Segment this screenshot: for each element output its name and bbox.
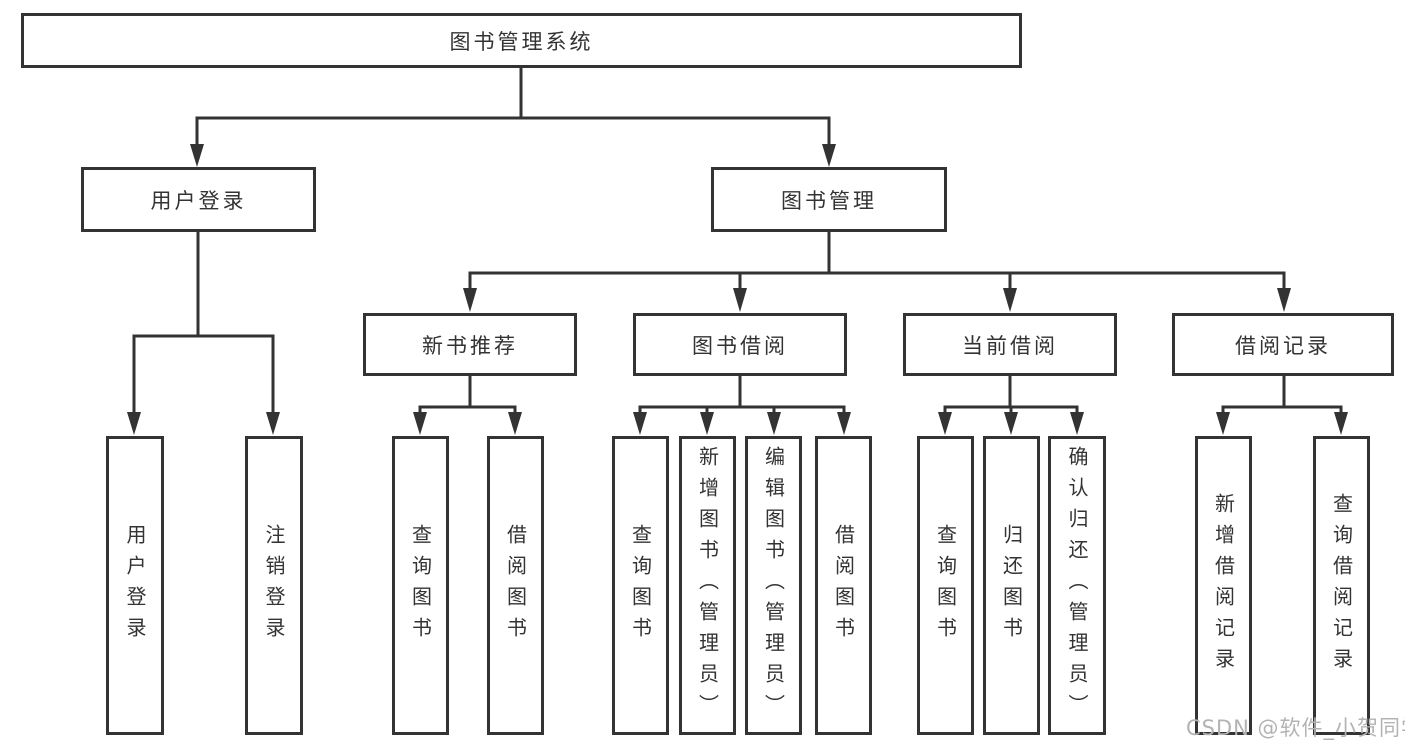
arrow-down-icon xyxy=(266,412,280,435)
node-user-login: 用户登录 xyxy=(81,167,316,232)
connector-book-borrow-branch xyxy=(633,376,851,435)
leaf-borrow-book-2: 借阅图书 xyxy=(815,436,872,735)
leaf-borrow-book-1-label: 借阅图书 xyxy=(503,523,528,648)
leaf-return-book-label: 归还图书 xyxy=(999,523,1024,648)
leaf-add-book-admin: 新增图书（管理员） xyxy=(679,436,736,735)
connector-borrow-record-branch xyxy=(1216,376,1348,435)
leaf-edit-book-admin-label: 编辑图书（管理员） xyxy=(761,446,786,725)
leaf-query-borrow-record: 查询借阅记录 xyxy=(1313,436,1370,735)
connector-book-management-branch xyxy=(463,232,1291,312)
leaf-user-login-label: 用户登录 xyxy=(123,523,147,648)
arrow-down-icon xyxy=(1070,412,1084,435)
node-root: 图书管理系统 xyxy=(21,13,1022,68)
leaf-borrow-book-1: 借阅图书 xyxy=(487,436,544,735)
csdn-watermark: CSDN @软件_小贺同学 xyxy=(1186,716,1405,740)
arrow-down-icon xyxy=(1003,288,1017,312)
node-book-borrow-label: 图书借阅 xyxy=(692,333,788,358)
arrow-down-icon xyxy=(508,412,522,435)
connector-new-book-branch xyxy=(413,376,522,435)
leaf-add-borrow-record-label: 新增借阅记录 xyxy=(1211,492,1236,679)
node-borrow-record: 借阅记录 xyxy=(1172,313,1394,376)
arrow-down-icon xyxy=(1334,412,1348,435)
node-book-management-label: 图书管理 xyxy=(781,188,877,213)
node-book-borrow: 图书借阅 xyxy=(633,313,847,376)
leaf-query-borrow-record-label: 查询借阅记录 xyxy=(1329,492,1354,679)
node-new-book-recommend: 新书推荐 xyxy=(363,313,577,376)
leaf-logout-label: 注销登录 xyxy=(262,523,286,648)
leaf-query-book-3-label: 查询图书 xyxy=(933,523,958,648)
leaf-query-book-2-label: 查询图书 xyxy=(628,523,653,648)
arrow-down-icon xyxy=(767,412,781,435)
leaf-return-book: 归还图书 xyxy=(983,436,1040,735)
leaf-add-borrow-record: 新增借阅记录 xyxy=(1195,436,1252,735)
leaf-borrow-book-2-label: 借阅图书 xyxy=(831,523,856,648)
leaf-add-book-admin-label: 新增图书（管理员） xyxy=(695,446,720,725)
arrow-down-icon xyxy=(190,144,204,167)
arrow-down-icon xyxy=(1277,288,1291,312)
node-new-book-recommend-label: 新书推荐 xyxy=(422,333,518,358)
connector-user-login-branch xyxy=(127,232,280,435)
leaf-query-book-1: 查询图书 xyxy=(392,436,449,735)
leaf-edit-book-admin: 编辑图书（管理员） xyxy=(745,436,802,735)
node-borrow-record-label: 借阅记录 xyxy=(1235,333,1331,358)
arrow-down-icon xyxy=(413,412,427,435)
arrow-down-icon xyxy=(463,288,477,312)
arrow-down-icon xyxy=(700,412,714,435)
leaf-logout: 注销登录 xyxy=(245,436,303,735)
leaf-confirm-return-admin: 确认归还（管理员） xyxy=(1048,436,1106,735)
node-current-borrow: 当前借阅 xyxy=(903,313,1117,376)
leaf-query-book-2: 查询图书 xyxy=(612,436,669,735)
connector-current-borrow-branch xyxy=(938,376,1084,435)
connector-root-to-level2 xyxy=(190,68,836,167)
arrow-down-icon xyxy=(1216,412,1230,435)
leaf-user-login: 用户登录 xyxy=(106,436,164,735)
arrow-down-icon xyxy=(837,412,851,435)
leaf-query-book-3: 查询图书 xyxy=(917,436,974,735)
arrow-down-icon xyxy=(938,412,952,435)
arrow-down-icon xyxy=(633,412,647,435)
node-user-login-label: 用户登录 xyxy=(150,188,247,213)
arrow-down-icon xyxy=(127,412,141,435)
arrow-down-icon xyxy=(733,288,747,312)
arrow-down-icon xyxy=(1004,412,1018,435)
node-root-label: 图书管理系统 xyxy=(449,29,594,54)
leaf-query-book-1-label: 查询图书 xyxy=(408,523,433,648)
arrow-down-icon xyxy=(822,144,836,167)
leaf-confirm-return-admin-label: 确认归还（管理员） xyxy=(1065,446,1089,725)
node-book-management: 图书管理 xyxy=(711,167,947,232)
node-current-borrow-label: 当前借阅 xyxy=(962,333,1058,358)
